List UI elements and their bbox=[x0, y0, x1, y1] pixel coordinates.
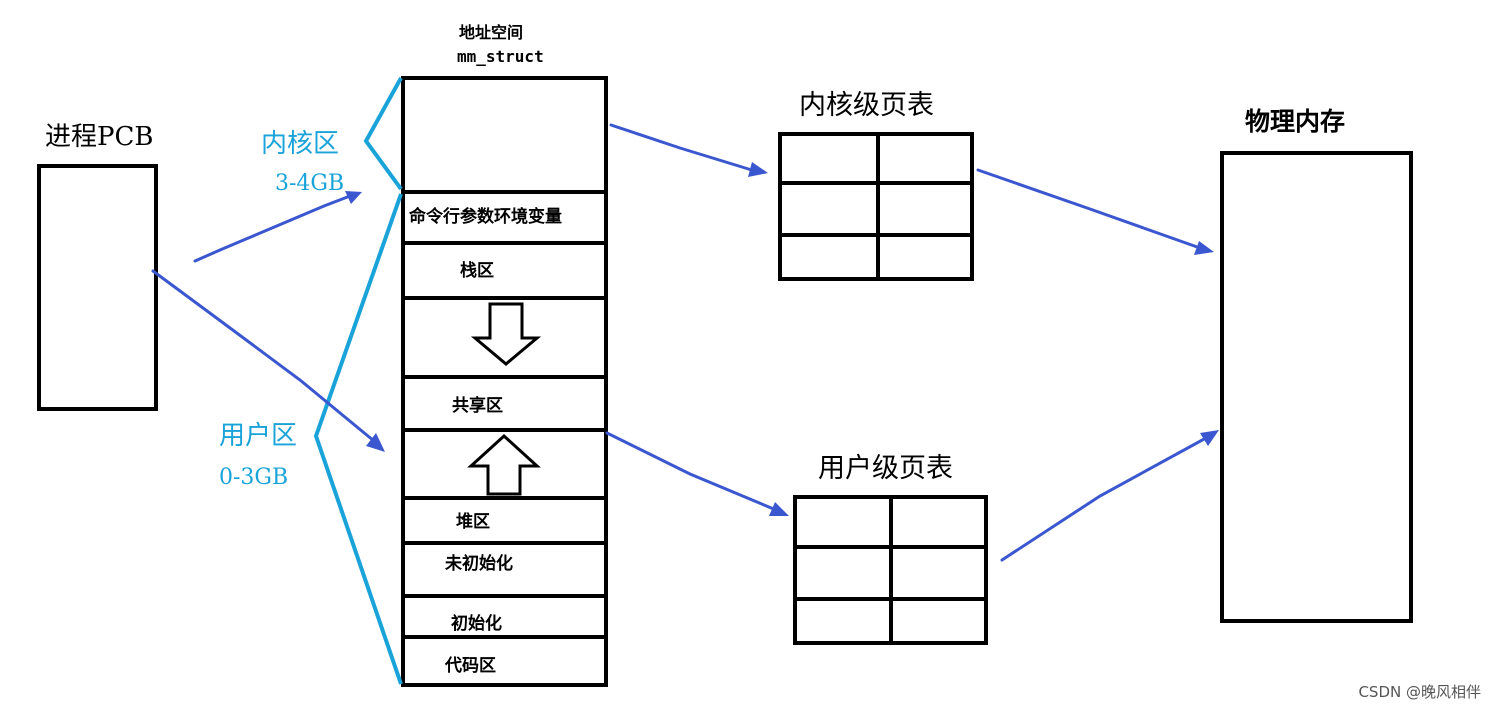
arrow-user-to-user-page-table bbox=[605, 431, 778, 512]
user-page-table-label: 用户级页表 bbox=[818, 453, 953, 484]
address-space-outline bbox=[401, 76, 608, 687]
segment-label-shared: 共享区 bbox=[452, 395, 503, 416]
stack-grow-down-arrow bbox=[470, 302, 542, 366]
process-pcb-box bbox=[37, 164, 158, 411]
physical-memory-box bbox=[1220, 151, 1413, 623]
segment-label-heap: 堆区 bbox=[456, 511, 490, 532]
arrowhead bbox=[769, 502, 789, 516]
mm-struct-label: mm_struct bbox=[457, 47, 544, 66]
physical-memory-label: 物理内存 bbox=[1245, 107, 1345, 136]
process-pcb-label: 进程PCB bbox=[45, 122, 154, 152]
arrow-pcb-to-user-region bbox=[151, 269, 376, 443]
kernel-page-table bbox=[778, 132, 974, 281]
segment-label-stack: 栈区 bbox=[460, 260, 494, 281]
arrow-kernel-to-kernel-page-table bbox=[609, 123, 757, 173]
address-space-title: 地址空间 bbox=[459, 23, 523, 42]
watermark: CSDN @晚风相伴 bbox=[1358, 683, 1481, 701]
segment-label-cmdline-env: 命令行参数环境变量 bbox=[408, 206, 562, 227]
arrowhead bbox=[1200, 430, 1219, 446]
kernel-region-name: 内核区 bbox=[261, 129, 339, 159]
kernel-region-range: 3-4GB bbox=[275, 171, 344, 196]
kernel-region-brace bbox=[363, 77, 403, 191]
segment-label-bss: 未初始化 bbox=[444, 553, 513, 574]
arrowhead bbox=[345, 191, 362, 204]
heap-grow-up-arrow bbox=[467, 433, 541, 496]
segment-label-code: 代码区 bbox=[444, 655, 496, 676]
segment-label-data: 初始化 bbox=[451, 613, 502, 634]
arrow-kernel-page-table-to-physical-memory bbox=[976, 168, 1202, 250]
user-region-name: 用户区 bbox=[219, 421, 297, 451]
address-space-column: 命令行参数环境变量 栈区 共享区 堆区 未初始化 初始化 代码区 bbox=[401, 76, 608, 687]
arrowhead bbox=[748, 162, 768, 177]
arrowhead bbox=[1194, 241, 1214, 255]
arrow-user-page-table-to-physical-memory bbox=[1000, 436, 1208, 562]
user-region-range: 0-3GB bbox=[219, 465, 288, 490]
kernel-page-table-label: 内核级页表 bbox=[799, 90, 934, 121]
arrow-pcb-to-kernel-region bbox=[193, 194, 352, 263]
arrowhead bbox=[366, 433, 385, 452]
user-page-table bbox=[793, 495, 988, 645]
user-region-brace bbox=[313, 193, 403, 685]
